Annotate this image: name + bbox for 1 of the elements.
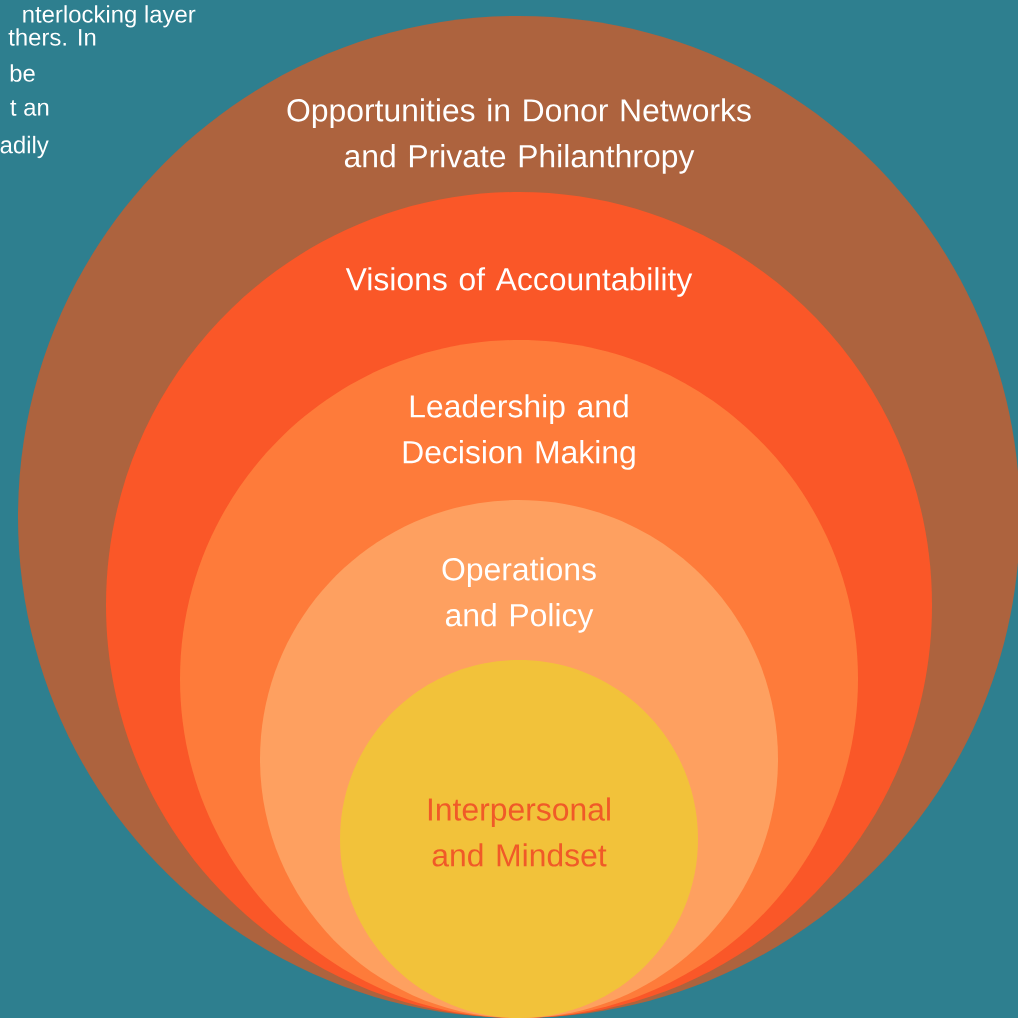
circle-band: Interpersonal and Mindset xyxy=(340,660,698,1018)
